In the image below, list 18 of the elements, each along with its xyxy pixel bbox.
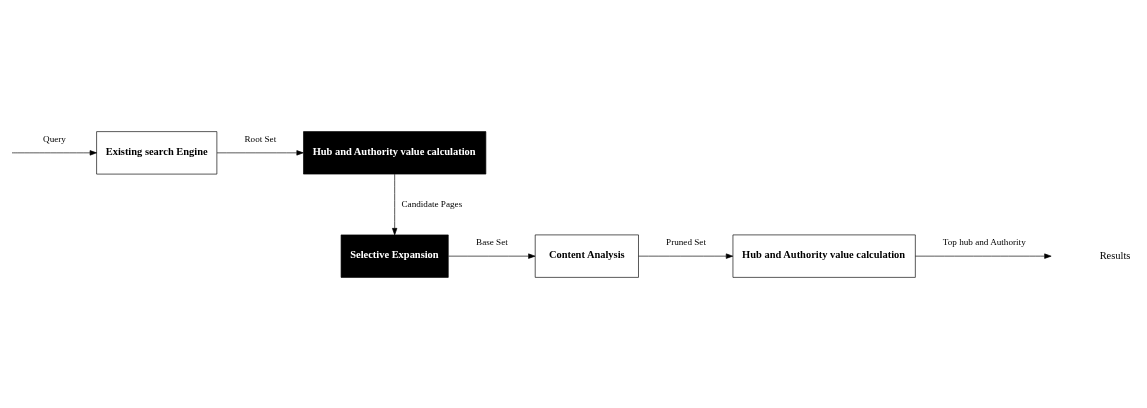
node-box: Hub and Authority value calculation — [732, 234, 916, 278]
arrow — [216, 149, 304, 155]
edge-label: Top hub and Authority — [942, 236, 1026, 247]
edge-label: Pruned Set — [666, 236, 706, 247]
label: Results — [1099, 249, 1131, 261]
edge-label: Base Set — [476, 236, 508, 247]
arrow — [638, 253, 734, 259]
arrow — [915, 253, 1052, 259]
edge-label: Root Set — [244, 133, 277, 144]
node-box: Existing search Engine — [96, 130, 218, 174]
edge-label: Candidate Pages — [401, 198, 463, 209]
node-box: Hub and Authority value calculation — [303, 130, 487, 174]
edge-label: Query — [43, 133, 66, 144]
arrow — [448, 253, 536, 259]
arrow — [11, 149, 97, 155]
node-box: Selective Expansion — [340, 234, 449, 278]
node-box: Content Analysis — [534, 234, 639, 278]
arrow — [392, 173, 398, 235]
